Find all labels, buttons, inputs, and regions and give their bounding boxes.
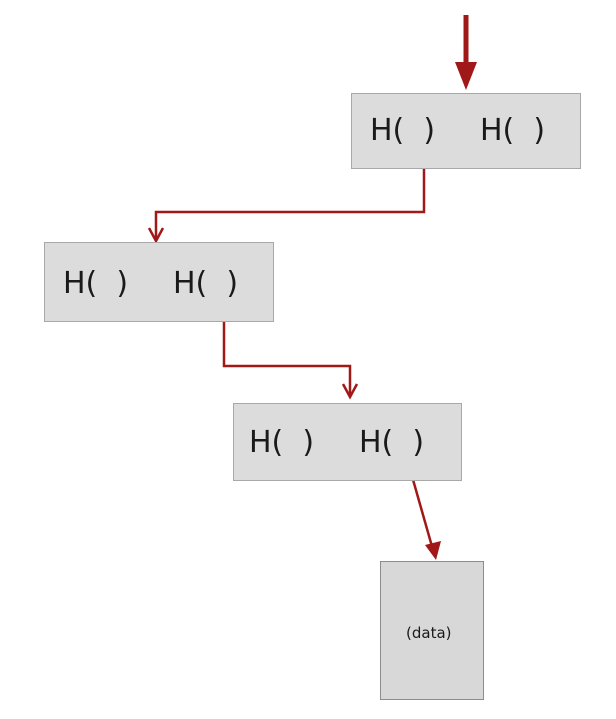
hash-pointer-right: H( ) [359, 425, 425, 460]
pointer-arrow-2 [222, 288, 352, 396]
hash-node-3: H( ) H( ) [233, 403, 462, 481]
hash-pointer-right: H( ) [173, 266, 239, 301]
pointer-arrowhead-1 [147, 227, 165, 244]
pointer-arrowhead-2 [341, 383, 359, 400]
hash-node-1: H( ) H( ) [351, 93, 581, 169]
pointer-arrow-1 [154, 140, 426, 240]
entry-arrow [455, 15, 477, 90]
hash-pointer-left: H( ) [370, 113, 436, 148]
hash-pointer-left: H( ) [249, 425, 315, 460]
data-block: (data) [380, 561, 484, 700]
hash-pointer-left: H( ) [63, 266, 129, 301]
pointer-arrowhead-3 [425, 541, 441, 560]
hash-pointer-right: H( ) [480, 113, 546, 148]
data-label: (data) [406, 624, 452, 642]
hash-node-2: H( ) H( ) [44, 242, 274, 322]
